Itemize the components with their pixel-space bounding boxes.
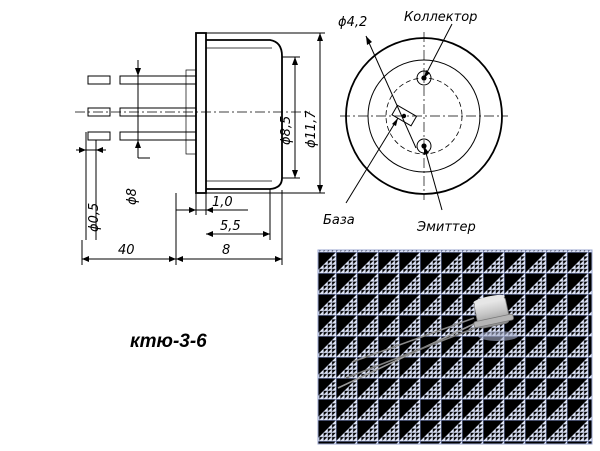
dim-body-length: 8 — [222, 243, 230, 258]
dim-flange-thickness: 1,0 — [212, 195, 233, 210]
header-base — [185, 69, 197, 155]
flange-circle — [345, 37, 503, 195]
photo-lead — [345, 325, 481, 379]
base-label: База — [323, 213, 355, 228]
base-pin-tab — [391, 104, 418, 127]
dim-cap-height: 5,5 — [220, 219, 241, 234]
collector-label: Коллектор — [404, 10, 477, 25]
dim-pin-pitch: ϕ8 — [125, 188, 140, 205]
part-title: ктю-3-6 — [130, 331, 207, 352]
photo-lead — [337, 321, 479, 389]
dim-cap-diameter: ϕ8,5 — [279, 116, 294, 145]
dim-flange-diameter: ϕ11,7 — [304, 110, 319, 148]
emitter-label: Эмиттер — [416, 220, 476, 235]
dim-lead-length: 40 — [118, 243, 135, 258]
cap-outline — [206, 39, 283, 190]
pin-hole-leader — [365, 35, 417, 149]
front-view: ϕ4,2 Коллектор База Эмиттер — [323, 10, 508, 235]
photo-transistor-can — [473, 294, 514, 329]
flange-outline — [195, 32, 207, 194]
dim-pin-hole-diameter: ϕ4,2 — [338, 15, 367, 30]
lead-bottom — [87, 131, 197, 141]
collector-pin — [416, 70, 432, 86]
dim-lead-diameter: ϕ0,5 — [87, 203, 102, 232]
product-photo — [317, 249, 593, 445]
lead-top — [87, 75, 197, 85]
photo-lead — [351, 317, 475, 363]
side-view: ϕ8,5 ϕ11,7 ϕ0,5 ϕ8 1,0 5,5 8 — [75, 32, 325, 265]
